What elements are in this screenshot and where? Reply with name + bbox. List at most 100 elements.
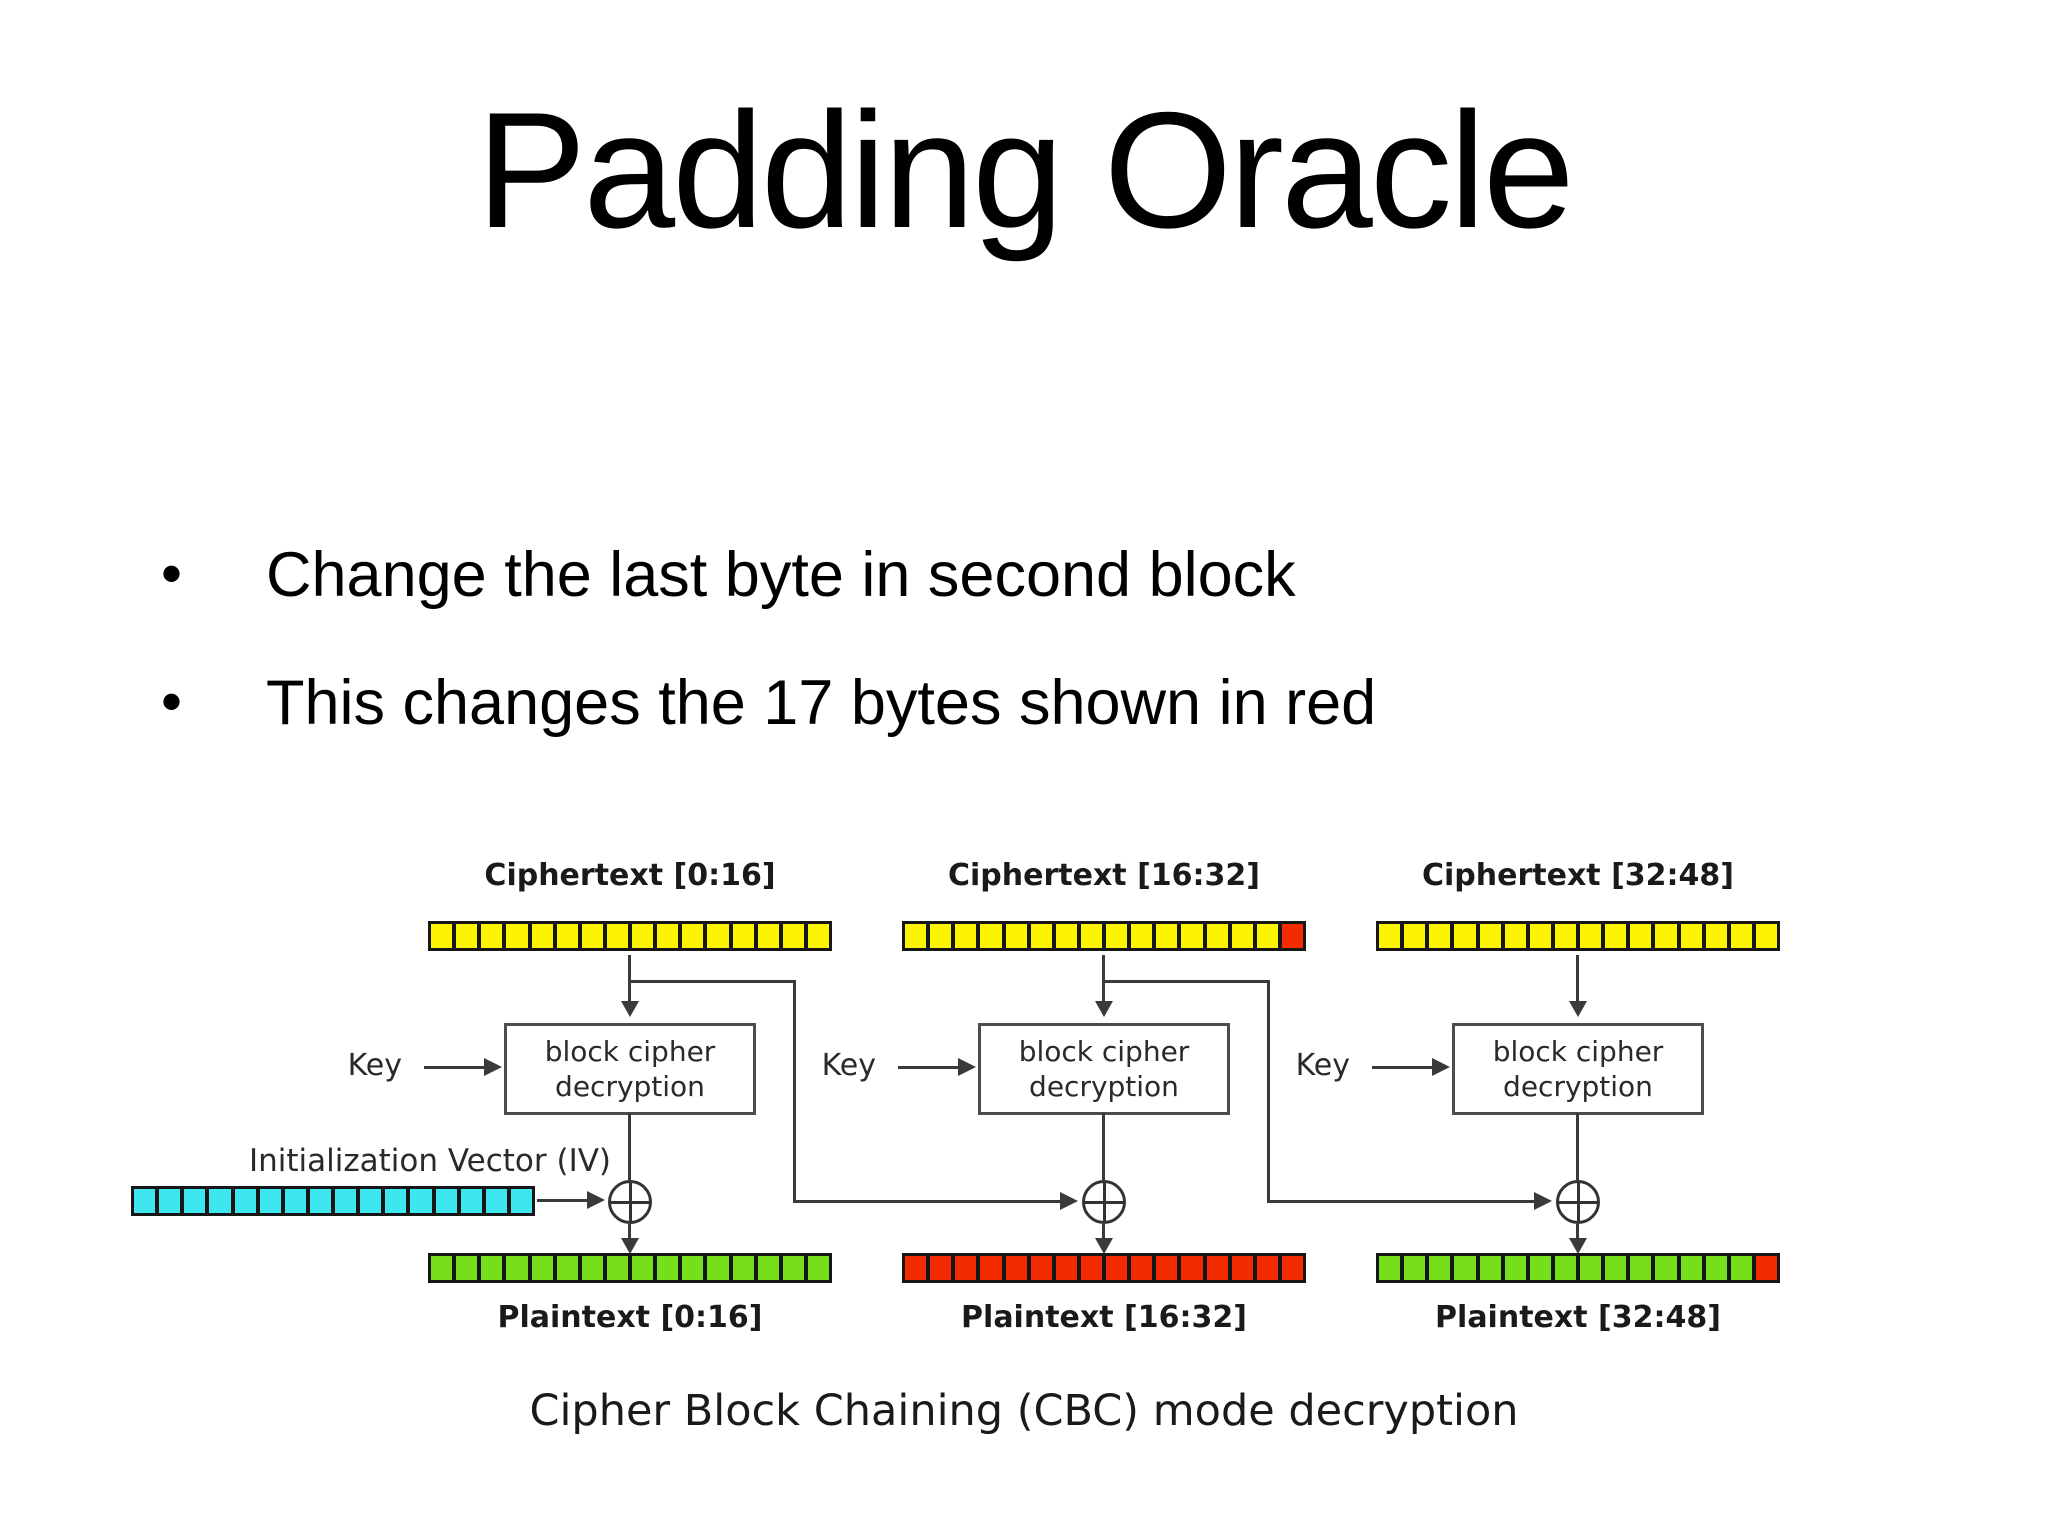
byte-cell	[1028, 1254, 1054, 1282]
ciphertext-label-3: Ciphertext [32:48]	[1421, 858, 1734, 893]
byte-cell	[1254, 1254, 1280, 1282]
flow-line	[1102, 1113, 1105, 1180]
byte-cell	[1129, 922, 1155, 950]
box-label-line1: block cipher	[1018, 1035, 1190, 1068]
arrow-down-icon	[1569, 1238, 1587, 1254]
byte-cell	[483, 1187, 509, 1215]
byte-cell	[1053, 1254, 1079, 1282]
ciphertext-label-2: Ciphertext [16:32]	[947, 858, 1260, 893]
xor-icon	[1556, 1180, 1600, 1224]
box-label-line2: decryption	[1503, 1070, 1653, 1103]
iv-label: Initialization Vector (IV)	[248, 1143, 612, 1179]
byte-cell	[257, 1187, 283, 1215]
plaintext-block-row-1	[428, 1253, 832, 1283]
byte-cell	[755, 1254, 781, 1282]
byte-cell	[1728, 922, 1754, 950]
byte-cell	[1154, 922, 1180, 950]
branch-line	[793, 1200, 1060, 1203]
byte-cell	[805, 922, 831, 950]
branch-line	[1267, 980, 1270, 1203]
byte-cell	[508, 1187, 534, 1215]
bullet-dot-icon: •	[161, 540, 182, 607]
flow-line	[628, 1224, 631, 1240]
byte-cell	[1477, 922, 1503, 950]
byte-cell	[1279, 922, 1305, 950]
bullet-dot-icon: •	[161, 667, 182, 735]
arrow-right-icon	[484, 1058, 502, 1076]
arrow-right-icon	[1432, 1058, 1450, 1076]
iv-block-row	[131, 1186, 535, 1216]
bullet-item: • Change the last byte in second block	[125, 538, 1376, 614]
key-arrow-line	[424, 1066, 484, 1069]
byte-cell	[529, 1254, 555, 1282]
byte-cell	[1678, 1254, 1704, 1282]
byte-cell	[1653, 922, 1679, 950]
byte-cell	[928, 922, 954, 950]
byte-cell	[282, 1187, 308, 1215]
byte-cell	[454, 1254, 480, 1282]
byte-cell	[504, 922, 530, 950]
byte-cell	[1502, 922, 1528, 950]
box-label-line1: block cipher	[544, 1035, 716, 1068]
byte-cell	[1377, 922, 1403, 950]
key-arrow-line	[898, 1066, 958, 1069]
key-label-3: Key	[1295, 1048, 1350, 1083]
byte-cell	[1377, 1254, 1403, 1282]
byte-cell	[1502, 1254, 1528, 1282]
byte-cell	[554, 1254, 580, 1282]
byte-cell	[655, 922, 681, 950]
byte-cell	[1179, 1254, 1205, 1282]
byte-cell	[928, 1254, 954, 1282]
key-arrow-line	[1372, 1066, 1432, 1069]
bullet-list: • Change the last byte in second block •…	[125, 538, 1376, 793]
byte-cell	[730, 922, 756, 950]
byte-cell	[1427, 1254, 1453, 1282]
byte-cell	[1628, 922, 1654, 950]
box-label-line1: block cipher	[1492, 1035, 1664, 1068]
byte-cell	[454, 922, 480, 950]
flow-line	[628, 1113, 631, 1180]
diagram-caption: Cipher Block Chaining (CBC) mode decrypt…	[529, 1386, 1519, 1436]
flow-line	[1576, 1113, 1579, 1180]
ciphertext-block-row-2	[902, 921, 1306, 951]
byte-cell	[903, 1254, 929, 1282]
byte-cell	[630, 1254, 656, 1282]
arrow-down-icon	[1569, 1001, 1587, 1017]
byte-cell	[333, 1187, 359, 1215]
byte-cell	[157, 1187, 183, 1215]
byte-cell	[1254, 922, 1280, 950]
byte-cell	[132, 1187, 158, 1215]
byte-cell	[1229, 922, 1255, 950]
ciphertext-block-row-1	[428, 921, 832, 951]
arrow-right-icon	[587, 1191, 605, 1209]
byte-cell	[1179, 922, 1205, 950]
byte-cell	[1653, 1254, 1679, 1282]
byte-cell	[433, 1187, 459, 1215]
byte-cell	[1129, 1254, 1155, 1282]
byte-cell	[1204, 1254, 1230, 1282]
byte-cell	[1578, 1254, 1604, 1282]
byte-cell	[479, 1254, 505, 1282]
byte-cell	[705, 1254, 731, 1282]
key-label-1: Key	[347, 1048, 402, 1083]
byte-cell	[978, 1254, 1004, 1282]
byte-cell	[1003, 1254, 1029, 1282]
byte-cell	[680, 922, 706, 950]
byte-cell	[604, 922, 630, 950]
byte-cell	[1703, 922, 1729, 950]
arrow-right-icon	[1060, 1192, 1078, 1210]
plaintext-label-2: Plaintext [16:32]	[961, 1300, 1247, 1335]
byte-cell	[1753, 1254, 1779, 1282]
byte-cell	[1104, 1254, 1130, 1282]
branch-line	[793, 980, 796, 1203]
bullet-text: This changes the 17 bytes shown in red	[266, 667, 1377, 738]
byte-cell	[1452, 1254, 1478, 1282]
byte-cell	[978, 922, 1004, 950]
ciphertext-label-1: Ciphertext [0:16]	[484, 858, 776, 893]
byte-cell	[1078, 1254, 1104, 1282]
byte-cell	[1578, 922, 1604, 950]
byte-cell	[604, 1254, 630, 1282]
flow-line	[1102, 955, 1105, 1003]
arrow-down-icon	[1095, 1238, 1113, 1254]
